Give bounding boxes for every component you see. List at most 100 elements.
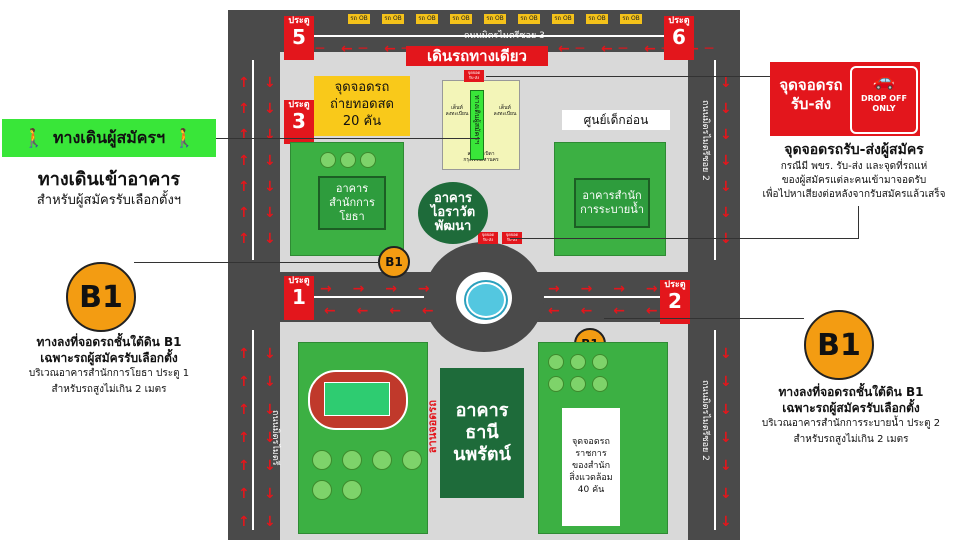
dropoff-sign-title2: รับ-ส่ง (790, 95, 832, 113)
dropoff-pointer-line-top (486, 76, 770, 77)
middle-road-dash-left (288, 296, 428, 298)
tree-icon (320, 152, 336, 168)
drainage-building: อาคารสำนัก การระบายน้ำ (574, 178, 650, 228)
walkway-caption-sub: สำหรับผู้สมัครรับเลือกตั้งฯ (36, 193, 182, 208)
vehicle-parking-line4: สิ่งแวดล้อม (569, 473, 613, 483)
top-road-dash (288, 35, 680, 37)
candidate-walkway-strip: ทางเดินผู้สมัครฯ (470, 90, 484, 160)
ob-bus: รถ OB (416, 14, 438, 24)
tree-row (320, 152, 376, 168)
middle-road-dash-right (540, 296, 680, 298)
walkway-caption-title: ทางเดินเข้าอาคาร (37, 169, 181, 190)
pavilion-right-label: เต็นท์ ลงทะเบียน (493, 105, 517, 117)
vehicle-parking-line2: ราชการ (575, 449, 607, 459)
left-road-arrows-bottom: ↑↑↑↑↑↑↑ (238, 346, 250, 530)
right-road-label-bottom: ถนนมิตรไมตรีซอย 2 (700, 380, 710, 461)
b1-right-line4: สำหรับรถสูงไม่เกิน 2 เมตร (793, 434, 909, 445)
top-road-label: ถนนมิตรไมตรีซอย 3 (464, 31, 545, 41)
b1-left-line4: สำหรับรถสูงไม่เกิน 2 เมตร (51, 384, 167, 395)
dropoff-caption: จุดจอดรถรับ-ส่งผู้สมัคร กรณีมี พขร. รับ-… (748, 140, 960, 202)
football-field (324, 382, 390, 416)
gate-number: 2 (668, 289, 682, 313)
vehicle-parking-line3: ของสำนัก (571, 461, 611, 471)
live-parking-line2: ถ่ายทอดสด (330, 97, 394, 112)
left-road-label: ถนนมิตรไมตรี (270, 410, 280, 466)
walkway-caption: ทางเดินเข้าอาคาร สำหรับผู้สมัครรับเลือกต… (0, 168, 218, 210)
gate-6: ประตู 6 (664, 16, 694, 60)
pedestrian-icon: 🚶 (173, 127, 196, 149)
right-road-arrows-bottom: ↓↓↓↓↓↓↓ (720, 346, 732, 530)
tree-icon (548, 354, 564, 370)
gate-label: ประตู (668, 16, 690, 26)
top-road-arrows-right: ←─ ←─ ←─ ←─ (558, 41, 720, 57)
dropoff-badge-line1: DROP OFF (861, 94, 907, 103)
middle-road-arrows-right: → → → → (548, 281, 666, 297)
right-road-label: ถนนมิตรไมตรีซอย 2 (700, 100, 710, 181)
left-road-arrows: ↑↑↑↑↑↑↑ (238, 75, 250, 247)
b1-right-pointer-line (604, 318, 804, 319)
tree-grid (312, 450, 422, 500)
right-road-dash-bottom (714, 330, 716, 530)
ob-bus: รถ OB (450, 14, 472, 24)
b1-left-line2: เฉพาะรถผู้สมัครรับเลือกตั้ง (40, 351, 178, 365)
walkway-strip-label: ทางเดินผู้สมัครฯ (473, 95, 481, 145)
b1-badge-left: B1 (66, 262, 136, 332)
left-road-arrows-inner: ↓↓↓↓↓↓↓ (264, 75, 276, 247)
live-parking-line1: จุดจอดรถ (334, 80, 390, 95)
ob-bus: รถ OB (586, 14, 608, 24)
b1-right-caption: ทางลงที่จอดรถชั้นใต้ดิน B1 เฉพาะรถผู้สมั… (742, 384, 960, 448)
public-works-building: อาคาร สำนักการโยธา (318, 176, 386, 230)
campus-map: รถ OB รถ OB รถ OB รถ OB รถ OB รถ OB รถ O… (228, 10, 740, 540)
childcare-center-label: ศูนย์เด็กอ่อน (562, 110, 670, 130)
dropoff-only-badge: 🚗 DROP OFF ONLY (850, 66, 918, 134)
tree-icon (340, 152, 356, 168)
ob-bus: รถ OB (382, 14, 404, 24)
gate-label: ประตู (288, 100, 310, 110)
gate-5: ประตู 5 (284, 16, 314, 60)
tree-icon (570, 376, 586, 392)
ob-bus: รถ OB (552, 14, 574, 24)
b1-right-line3: บริเวณอาคารสำนักการระบายน้ำ ประตู 2 (761, 418, 941, 429)
government-vehicle-parking: จุดจอดรถ ราชการ ของสำนัก สิ่งแวดล้อม 40 … (562, 408, 620, 526)
ob-bus-row: รถ OB รถ OB รถ OB รถ OB รถ OB รถ OB รถ O… (348, 14, 642, 24)
gate-number: 3 (292, 109, 306, 133)
left-road-dash-bottom (252, 330, 254, 530)
right-road-arrows: ↓↓↓↓↓↓↓ (720, 75, 732, 247)
gate-number: 1 (292, 285, 306, 309)
left-road-dash (252, 60, 254, 260)
thani-building: อาคาร ธานี นพรัตน์ (440, 368, 524, 498)
dropoff-pointer-line-vertical (858, 206, 859, 239)
dropoff-pointer-line-bottom (510, 238, 858, 239)
tree-icon (372, 450, 392, 470)
ob-bus: รถ OB (620, 14, 642, 24)
tree-icon (592, 376, 608, 392)
dropoff-caption-title: จุดจอดรถรับ-ส่งผู้สมัคร (784, 142, 924, 158)
gate-number: 5 (292, 25, 306, 49)
middle-road-arrows-left-lower: ← ← ← ← (324, 303, 442, 319)
middle-road-arrows-left: → → → → (320, 281, 438, 297)
tree-icon (570, 354, 586, 370)
tree-icon (342, 450, 362, 470)
ob-bus: รถ OB (484, 14, 506, 24)
b1-badge-right: B1 (804, 310, 874, 380)
dropoff-caption-line1: กรณีมี พขร. รับ-ส่ง และจุดที่รถแห่ (780, 161, 928, 172)
ob-bus: รถ OB (348, 14, 370, 24)
dropoff-badge-line2: ONLY (872, 104, 896, 113)
b1-right-line2: เฉพาะรถผู้สมัครรับเลือกตั้ง (782, 401, 920, 415)
dropoff-sign: จุดจอดรถ รับ-ส่ง 🚗 DROP OFF ONLY (770, 62, 920, 136)
dropoff-marker-bottom-a: จุดจอด รับ-ส่ง (478, 232, 498, 244)
vehicle-parking-line1: จุดจอดรถ (572, 437, 610, 447)
fountain-icon (466, 282, 506, 318)
gate-number: 6 (672, 25, 686, 49)
airawat-building: อาคาร ไอราวัต พัฒนา (418, 182, 488, 244)
tree-icon (548, 376, 564, 392)
live-parking-line3: 20 คัน (342, 114, 382, 129)
tree-icon (312, 450, 332, 470)
dropoff-sign-title: จุดจอดรถ รับ-ส่ง (776, 76, 846, 114)
gate-1: ประตู 1 (284, 276, 314, 320)
car-icon: 🚗 (872, 70, 896, 91)
left-road-arrows-bottom-inner: ↓↓↓↓↓↓↓ (264, 346, 276, 530)
walkway-banner: 🚶 ทางเดินผู้สมัครฯ 🚶 (2, 119, 216, 157)
live-broadcast-parking: จุดจอดรถ ถ่ายทอดสด 20 คัน (314, 76, 410, 136)
tree-icon (312, 480, 332, 500)
